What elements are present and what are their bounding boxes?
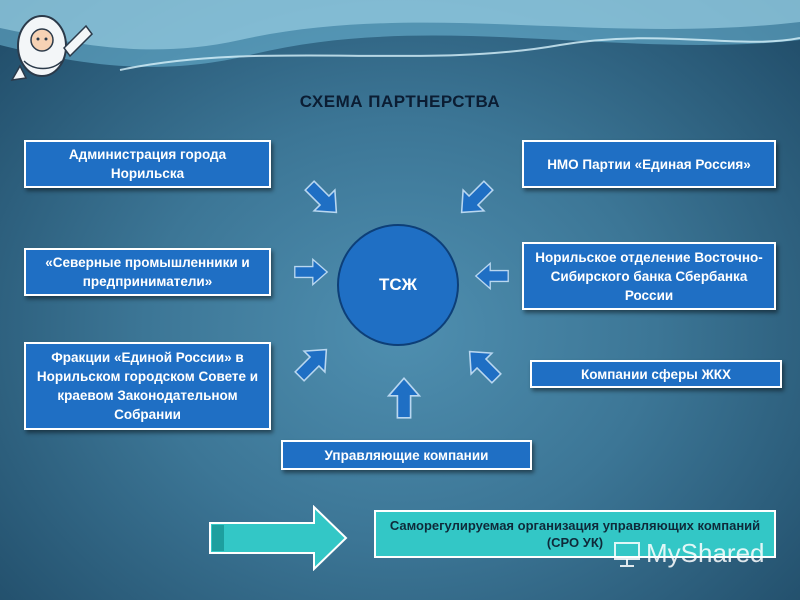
arrow-from-admin bbox=[304, 180, 338, 214]
center-label: ТСЖ bbox=[378, 275, 418, 294]
arrow-from-factions bbox=[294, 348, 328, 382]
partner-housing: Компании сферы ЖКХ bbox=[530, 360, 782, 388]
partner-nmo: НМО Партии «Единая Россия» bbox=[522, 140, 776, 188]
header-wave-band bbox=[0, 0, 800, 71]
partner-admin: Администрация города Норильска bbox=[24, 140, 271, 188]
arrow-from-industrialists bbox=[294, 257, 329, 287]
arrow-from-housing bbox=[468, 350, 502, 384]
arrow-from-nmo bbox=[460, 180, 494, 214]
partner-industrialists: «Северные промышленники и предпринимател… bbox=[24, 248, 271, 296]
partner-sberbank: Норильское отделение Восточно-Сибирского… bbox=[522, 242, 776, 310]
partner-management: Управляющие компании bbox=[281, 440, 532, 470]
result-box: Саморегулируемая организация управляющих… bbox=[374, 510, 776, 558]
result-arrow bbox=[209, 505, 348, 571]
arrow-from-management bbox=[386, 376, 422, 419]
watermark-text: MyShared bbox=[646, 538, 765, 568]
watermark: MyShared bbox=[612, 538, 765, 569]
arrow-from-sberbank bbox=[474, 261, 509, 291]
center-tsj-circle: ТСЖ bbox=[337, 224, 459, 346]
partner-factions: Фракции «Единой России» в Норильском гор… bbox=[24, 342, 271, 430]
presentation-icon bbox=[614, 541, 640, 567]
mascot-logo bbox=[10, 15, 93, 81]
page-title: СХЕМА ПАРТНЕРСТВА bbox=[299, 92, 501, 111]
